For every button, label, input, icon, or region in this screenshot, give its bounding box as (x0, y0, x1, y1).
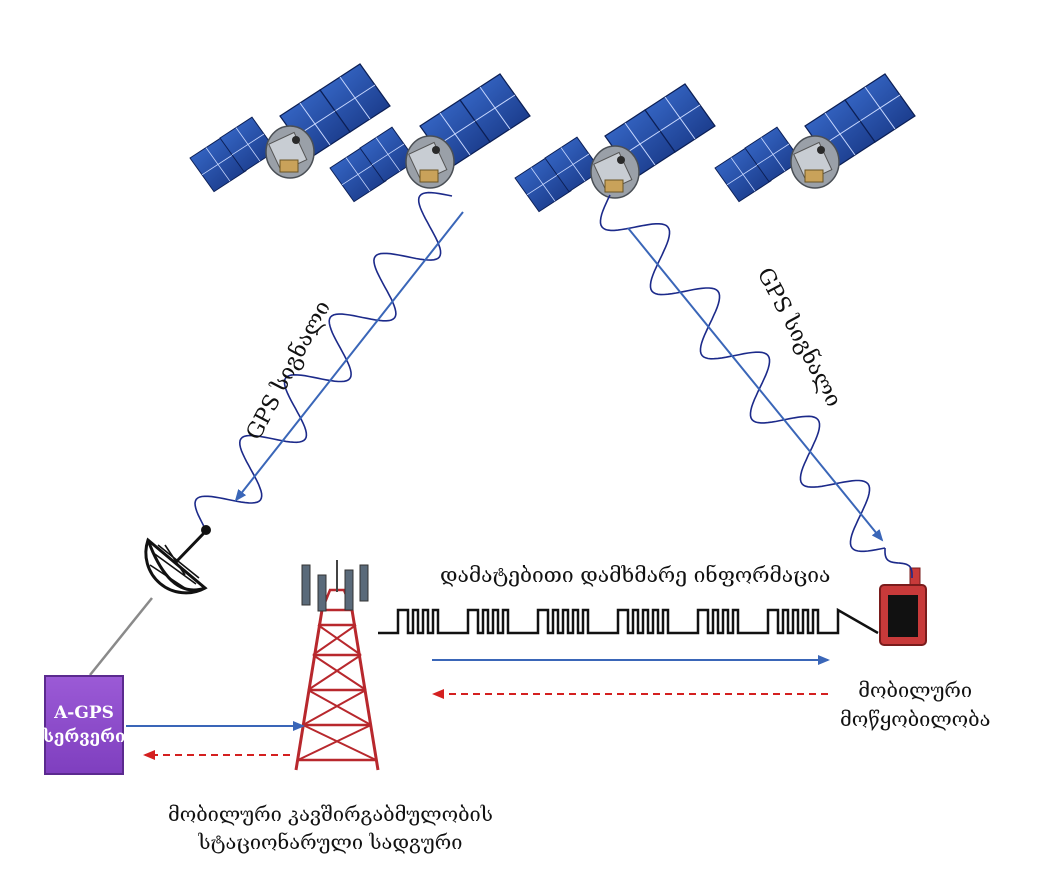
gps-signal-wave-left (194, 191, 453, 531)
gps-signal-wave-right (599, 194, 886, 553)
mobile-device-icon (879, 567, 927, 646)
station-label-line1: მობილური კავშირგაბმულობის (168, 802, 493, 826)
gps-signal-wave-device (884, 548, 913, 578)
dish-antenna-icon (144, 525, 211, 595)
gps-signal-arrow-right (627, 227, 884, 542)
agps-server-box: A-GPS სერვერი (42, 675, 126, 775)
satellite-icon (715, 74, 915, 202)
assist-info-label: დამატებითი დამხმარე ინფორმაცია (440, 563, 831, 587)
satellite-icon (515, 84, 715, 212)
mobile-device-label: მობილური მოწყობილობა (840, 676, 990, 734)
assist-data-waveform (378, 607, 879, 635)
device-label-line2: მოწყობილობა (840, 707, 991, 731)
server-label-line2: სერვერი (42, 727, 126, 747)
dish-server-link (89, 597, 153, 676)
base-station-label: მობილური კავშირგაბმულობის სტაციონარული ს… (168, 800, 493, 856)
server-label-line1: A-GPS (54, 703, 114, 723)
station-label-line2: სტაციონარული სადგური (198, 830, 463, 854)
device-label-line1: მობილური (858, 678, 973, 702)
cell-tower-icon (294, 560, 380, 771)
gps-signal-arrow-left (234, 211, 464, 502)
